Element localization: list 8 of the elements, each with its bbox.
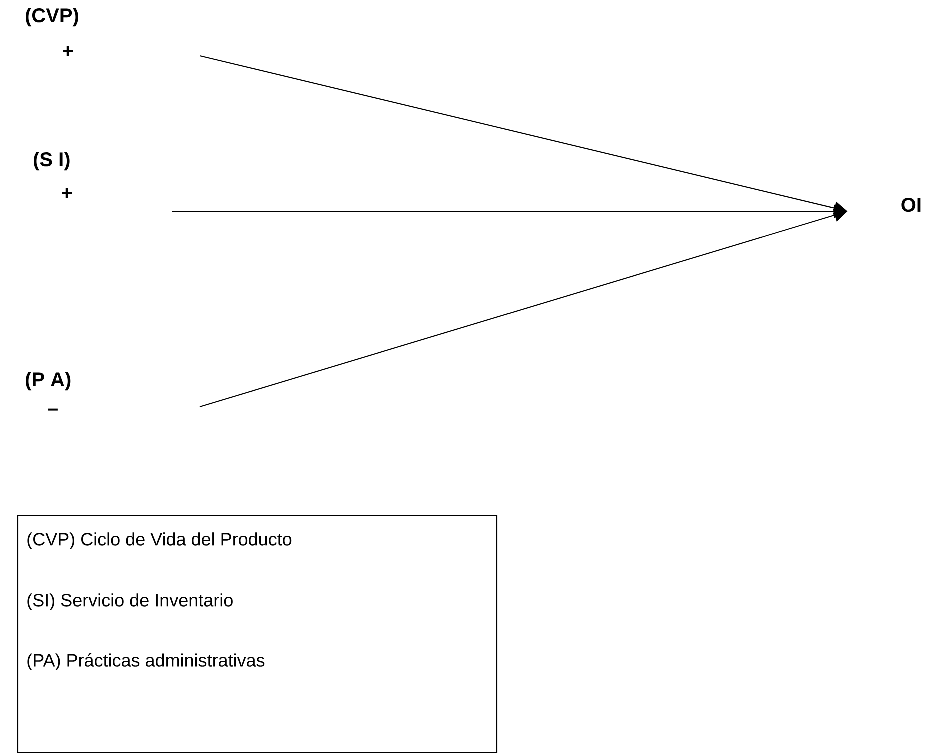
sign-label: + [62, 188, 72, 198]
node-label: OI [902, 198, 921, 212]
node-label: (S I) [34, 152, 70, 171]
sign-label: – [48, 408, 58, 411]
legend-box: (CVP) Ciclo de Vida del Producto (SI) Servicio de Inventario (PA) Prácticas administrativas [17, 515, 498, 754]
node-label: (CVP) [26, 8, 78, 27]
sign-label: + [63, 46, 74, 56]
node-label: (P A) [26, 372, 71, 391]
